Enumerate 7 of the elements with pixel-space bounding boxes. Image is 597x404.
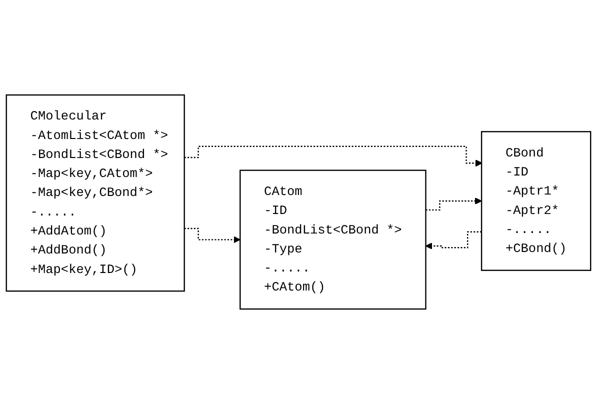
arrow (426, 198, 482, 211)
node-box: CAtom -ID -BondList<CBond *> -Type -..... +CAtom() (240, 170, 426, 310)
arrow (184, 228, 240, 244)
node-box: CBond -ID -Aptr1* -Aptr2* -..... +CBond() (480, 131, 592, 271)
arrow (425, 231, 482, 250)
node-box: CMolecular -AtomList<CAtom *> -BondList<CBond *> -Map<key,CAtom*> -Map<key,CBond*> -..... +AddAtom() +AddBond() +Map<key,ID>() (6, 94, 185, 292)
arrow (184, 146, 482, 167)
